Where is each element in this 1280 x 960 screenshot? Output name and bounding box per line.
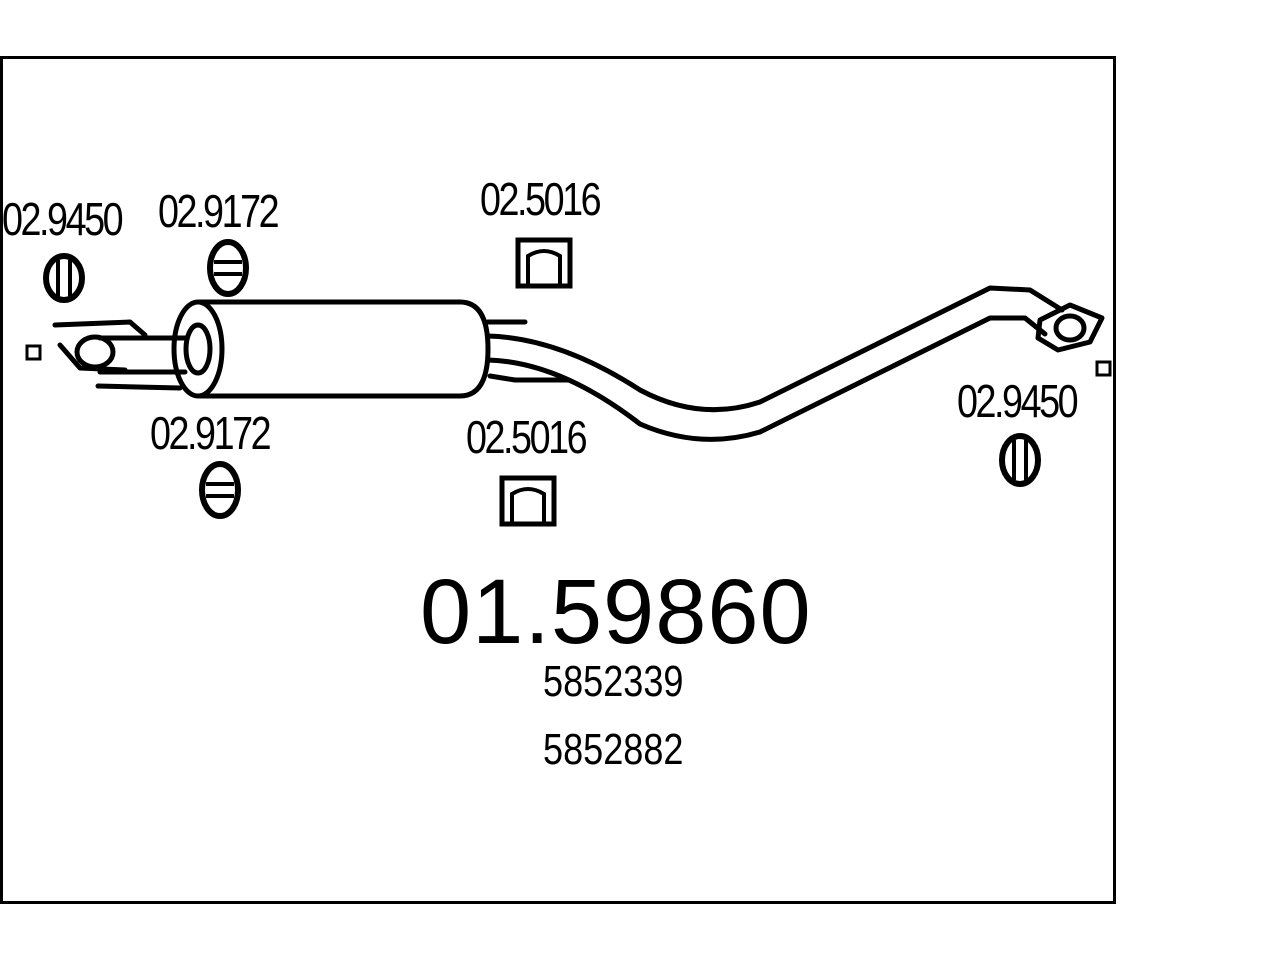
clamp-bottom-label: 02.5016 bbox=[466, 411, 588, 463]
rubber-ring-left-icon bbox=[43, 253, 85, 303]
hanger-top-left-icon bbox=[207, 239, 249, 297]
inlet-pipe bbox=[52, 319, 188, 391]
clamp-top-label: 02.5016 bbox=[480, 173, 602, 225]
rubber-ring-right-label: 02.9450 bbox=[957, 375, 1079, 427]
rubber-ring-right-icon bbox=[999, 433, 1041, 487]
oem-number-1: 5852339 bbox=[543, 657, 684, 706]
right-mount-marker bbox=[1095, 360, 1112, 377]
hanger-bottom-left-label: 02.9172 bbox=[150, 407, 272, 459]
diagram-frame bbox=[0, 56, 1116, 904]
muffler-body bbox=[171, 299, 491, 399]
outlet-flange bbox=[1035, 302, 1105, 353]
clamp-bottom-icon bbox=[499, 475, 557, 527]
clamp-top-icon bbox=[515, 237, 573, 289]
oem-number-2: 5852882 bbox=[543, 725, 684, 774]
rubber-ring-left-label: 02.9450 bbox=[2, 193, 124, 245]
hanger-bottom-left-icon bbox=[199, 461, 241, 519]
main-part-number: 01.59860 bbox=[420, 561, 812, 663]
hanger-top-left-label: 02.9172 bbox=[158, 185, 280, 237]
outlet-pipe bbox=[485, 285, 1065, 442]
left-mount-marker bbox=[25, 344, 42, 361]
